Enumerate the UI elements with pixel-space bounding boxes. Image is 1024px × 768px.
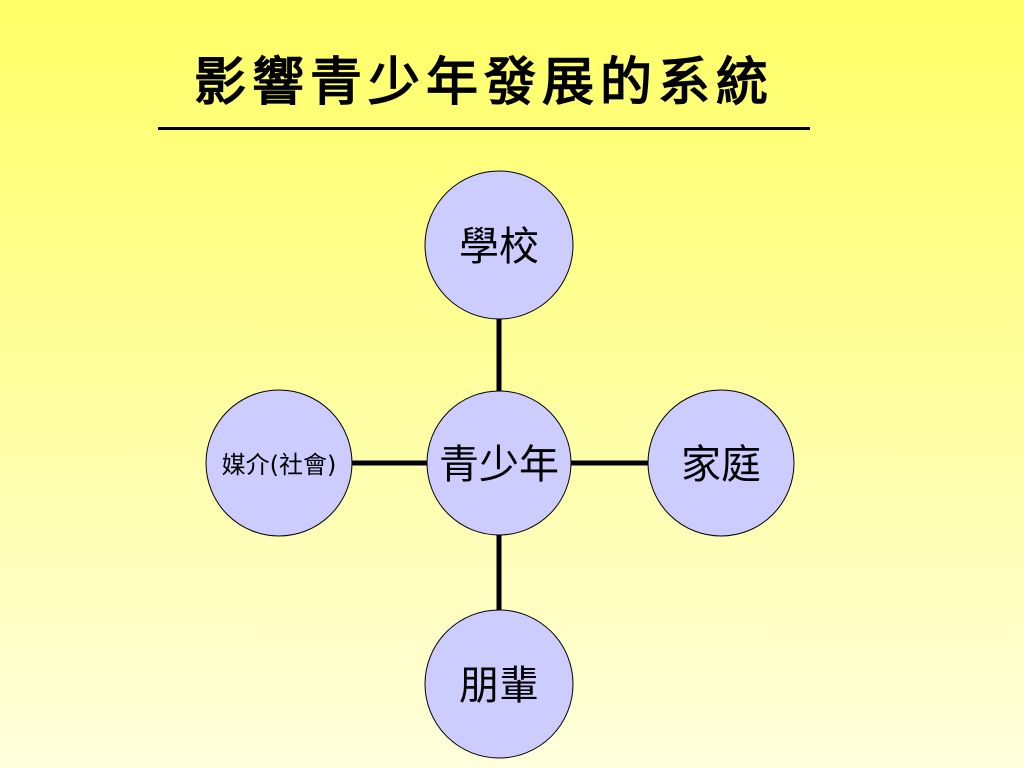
title-underline [158, 127, 810, 130]
node-school-circle [424, 170, 574, 320]
node-youth-label: 青少年 [439, 442, 559, 488]
node-youth: 青少年 [426, 390, 572, 536]
node-family-label: 家庭 [681, 442, 761, 488]
node-youth-circle [426, 390, 572, 536]
node-media-circle [205, 389, 353, 537]
node-peers: 朋輩 [424, 609, 574, 759]
node-peers-label: 朋輩 [459, 663, 539, 709]
node-school: 學校 [424, 170, 574, 320]
node-media-label: 媒介(社會) [222, 451, 337, 479]
slide-title: 影響青少年發展的系統 [193, 52, 774, 113]
node-school-label: 學校 [459, 224, 539, 270]
node-peers-circle [424, 609, 574, 759]
node-media: 媒介(社會) [205, 389, 353, 537]
node-family-circle [647, 389, 795, 537]
node-family: 家庭 [647, 389, 795, 537]
